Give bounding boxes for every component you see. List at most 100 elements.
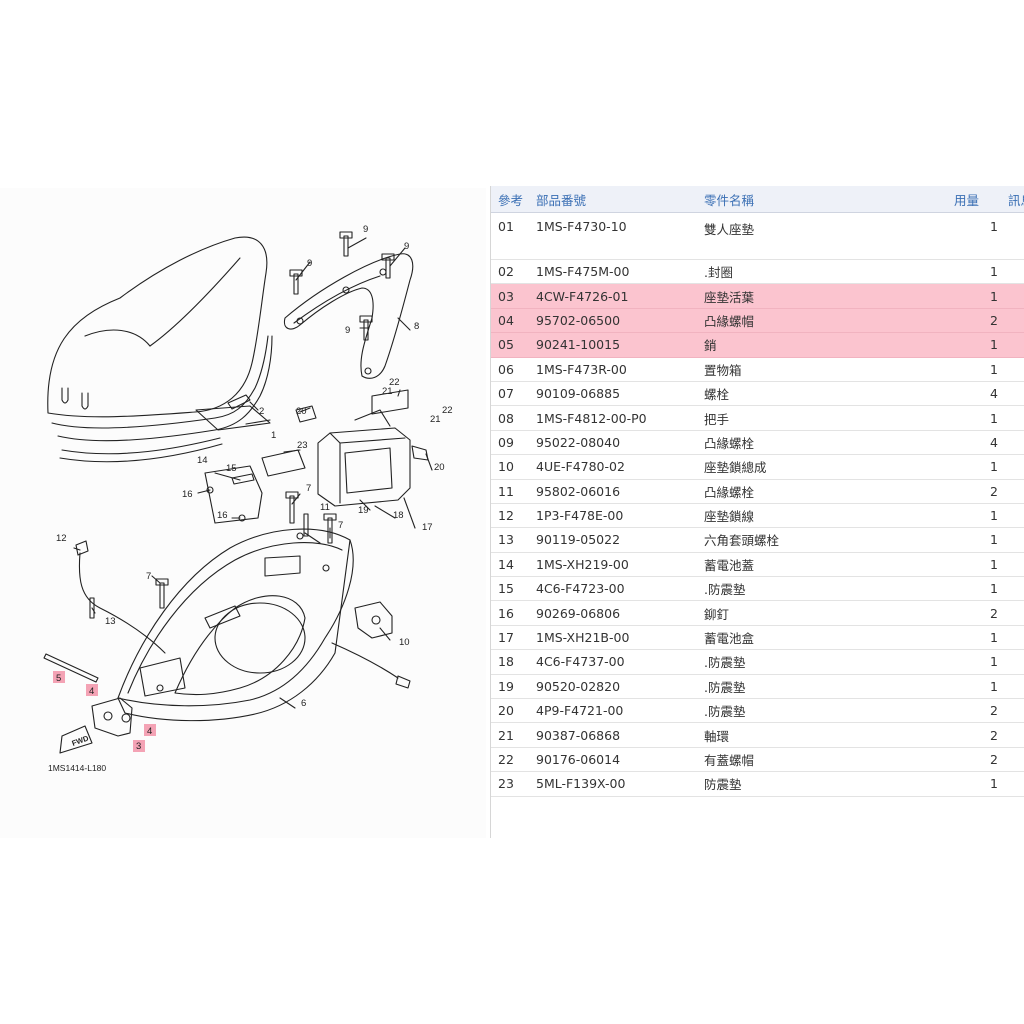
parts-diagram: 1 2 3 4 4 5 6 7 7 7 8 9 9 9 9 10 11 12 1… [0, 188, 486, 838]
cell-ref: 02 [491, 259, 536, 285]
cell-ref: 08 [491, 405, 536, 431]
cell-quantity: 1 [954, 625, 998, 651]
cell-part-name: 座墊鎖線 [704, 503, 954, 529]
cell-info [998, 332, 1024, 358]
callout-7a: 7 [306, 483, 311, 494]
header-ref[interactable]: 參考 [491, 186, 536, 213]
header-part-number[interactable]: 部品番號 [536, 186, 704, 213]
cell-part-name: 凸緣螺帽 [704, 308, 954, 334]
cell-part-name: 把手 [704, 405, 954, 431]
grab-handle-drawing [283, 253, 414, 379]
callout-5: 5 [56, 673, 61, 684]
callout-9a: 9 [363, 224, 368, 235]
cell-info [998, 625, 1024, 651]
cell-quantity: 2 [954, 722, 998, 748]
cell-part-name: 置物箱 [704, 357, 954, 382]
cell-info [998, 503, 1024, 529]
cell-ref: 19 [491, 674, 536, 700]
cell-part-number: 1MS-F473R-00 [536, 357, 704, 382]
cell-part-number: 90269-06806 [536, 600, 704, 626]
callout-17: 17 [422, 522, 433, 533]
cell-quantity: 1 [954, 454, 998, 480]
cell-part-number: 90119-05022 [536, 527, 704, 553]
cell-part-number: 5ML-F139X-00 [536, 771, 704, 797]
header-info[interactable]: 訊息 [998, 186, 1024, 213]
cell-part-number: 90176-06014 [536, 747, 704, 773]
storage-box-drawing [117, 528, 354, 722]
cell-ref: 16 [491, 600, 536, 626]
cell-part-number: 1MS-F4812-00-P0 [536, 405, 704, 431]
cell-ref: 06 [491, 357, 536, 382]
cell-part-name: 有蓋螺帽 [704, 747, 954, 773]
cell-part-name: 座墊活葉 [704, 283, 954, 309]
callout-labels: 1 2 3 4 4 5 6 7 7 7 8 9 9 9 9 10 11 12 1… [48, 224, 453, 773]
cell-quantity: 1 [954, 332, 998, 358]
cell-part-number: 90109-06885 [536, 381, 704, 407]
cell-ref: 23 [491, 771, 536, 797]
callout-22b: 22 [442, 405, 453, 416]
cell-ref: 09 [491, 430, 536, 456]
cell-part-name: .防震墊 [704, 698, 954, 724]
cell-part-number: 4C6-F4723-00 [536, 576, 704, 602]
cell-part-name: 鉚釘 [704, 600, 954, 626]
cell-quantity: 1 [954, 259, 998, 285]
cell-ref: 17 [491, 625, 536, 651]
cell-info [998, 698, 1024, 724]
callout-9b: 9 [404, 241, 409, 252]
diagram-code: 1MS1414-L180 [48, 763, 106, 773]
cell-info [998, 259, 1024, 285]
cell-info [998, 747, 1024, 773]
cell-quantity: 1 [954, 771, 998, 797]
cell-info [998, 357, 1024, 382]
cell-quantity: 1 [954, 674, 998, 700]
cell-part-number: 90520-02820 [536, 674, 704, 700]
header-quantity[interactable]: 用量 [954, 186, 998, 213]
cell-info [998, 430, 1024, 456]
cell-quantity: 1 [954, 503, 998, 529]
cell-info [998, 381, 1024, 407]
callout-16a: 16 [182, 489, 193, 500]
cell-info [998, 479, 1024, 504]
cell-info [998, 771, 1024, 797]
cell-part-number: 4P9-F4721-00 [536, 698, 704, 724]
callout-12: 12 [56, 533, 67, 544]
callout-4b: 4 [147, 726, 152, 737]
cell-part-name: 銷 [704, 332, 954, 358]
cell-part-number: 90387-06868 [536, 722, 704, 748]
callout-10: 10 [399, 637, 410, 648]
callout-22a: 22 [389, 377, 400, 388]
callout-15: 15 [226, 463, 237, 474]
cell-ref: 18 [491, 649, 536, 675]
cell-part-name: 蓄電池盒 [704, 625, 954, 651]
cell-part-number: 1MS-XH21B-00 [536, 625, 704, 651]
callout-16b: 16 [217, 510, 228, 521]
fwd-label: FWD [71, 733, 91, 747]
cell-info [998, 454, 1024, 480]
cell-ref: 04 [491, 308, 536, 334]
header-part-name[interactable]: 零件名稱 [704, 186, 954, 213]
cell-quantity: 1 [954, 649, 998, 675]
